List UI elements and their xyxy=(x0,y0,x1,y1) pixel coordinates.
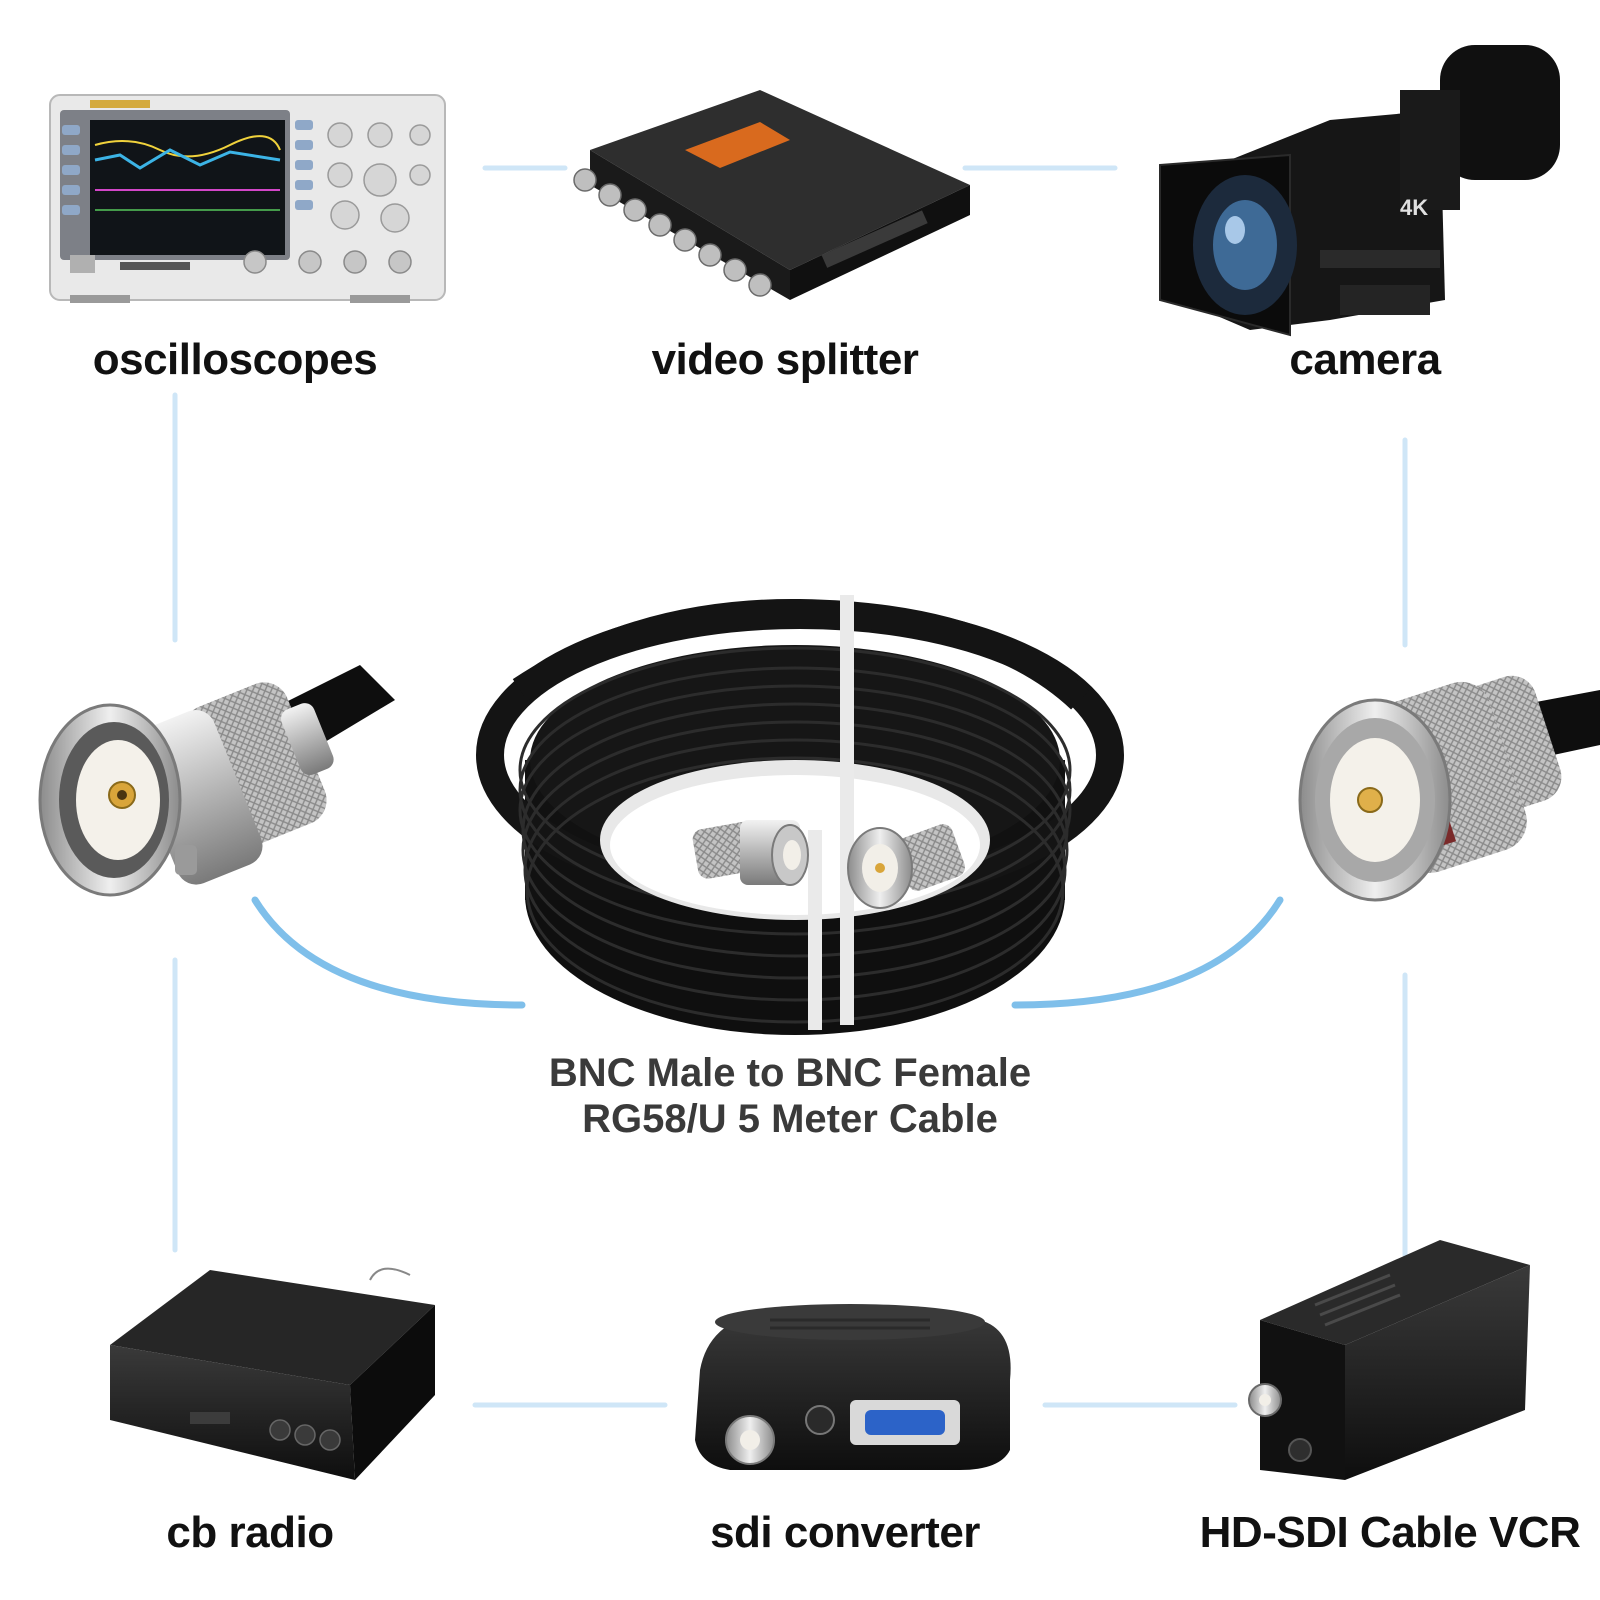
oscilloscopes-label: oscilloscopes xyxy=(92,335,378,384)
video-splitter-label: video splitter xyxy=(651,335,919,384)
hd-sdi-label: HD-SDI Cable VCR xyxy=(1199,1508,1581,1557)
cb-radio-image xyxy=(110,1267,435,1480)
connector-lines xyxy=(172,165,1408,1408)
caption-line-1: BNC Male to BNC Female xyxy=(548,1051,1032,1095)
cb-radio-label: cb radio xyxy=(166,1508,334,1557)
sdi-converter-image xyxy=(695,1304,1011,1470)
camera-badge: 4K xyxy=(1400,195,1428,220)
coiled-cable-image xyxy=(476,595,1124,1035)
sdi-converter-label: sdi converter xyxy=(710,1508,980,1557)
female-bnc-connector-image xyxy=(38,665,395,897)
video-splitter-image xyxy=(573,90,970,300)
hd-sdi-box-image xyxy=(1248,1240,1530,1480)
caption-line-2: RG58/U 5 Meter Cable xyxy=(582,1097,998,1141)
product-caption: BNC Male to BNC Female RG58/U 5 Meter Ca… xyxy=(400,1050,1180,1142)
camera-label: camera xyxy=(1289,335,1441,384)
oscilloscope-image xyxy=(49,94,446,303)
arc-lines xyxy=(251,896,1284,1009)
camera-image: 4K xyxy=(1159,45,1560,337)
male-bnc-connector-image xyxy=(1298,675,1600,902)
